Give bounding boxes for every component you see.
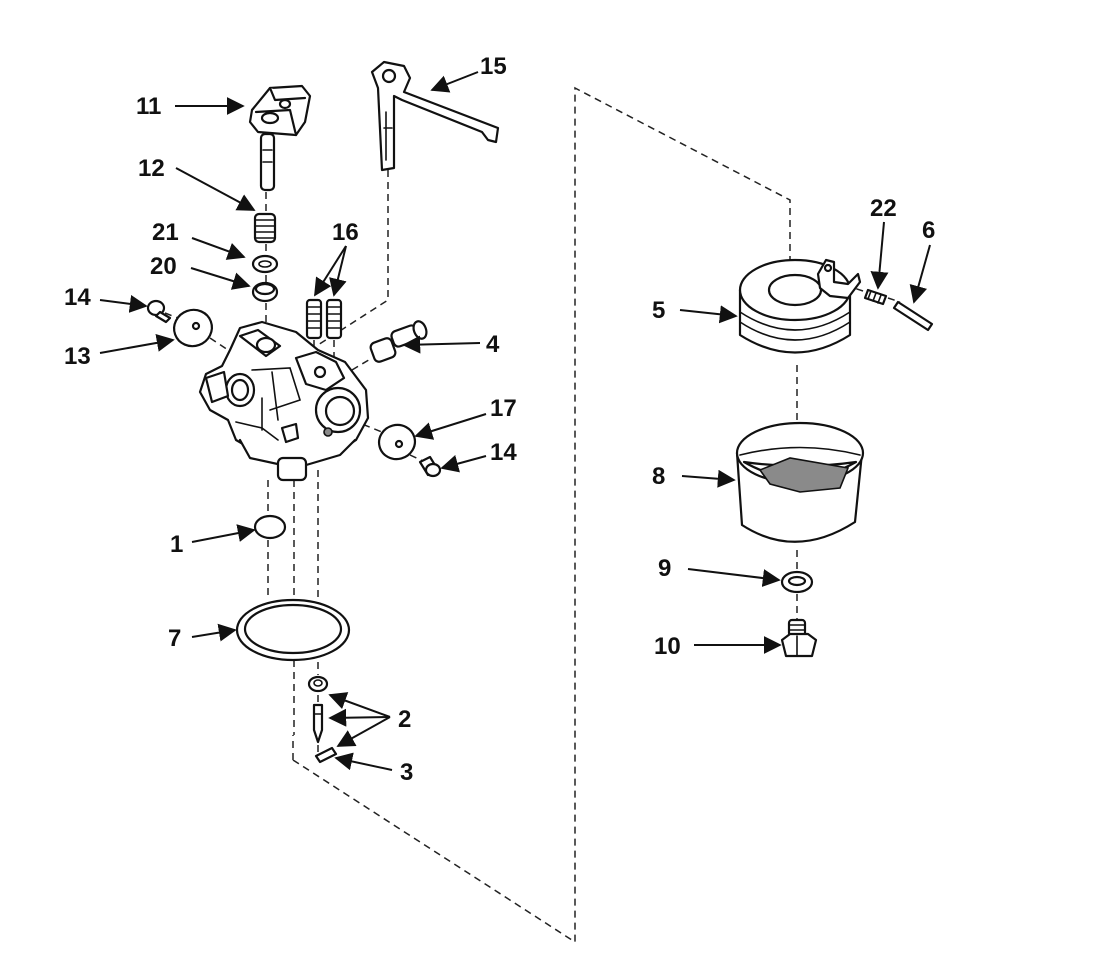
callout-14-left: 14 [64,284,91,311]
callout-11: 11 [136,93,161,120]
callout-1: 1 [170,531,183,558]
needle-seat-part-2 [307,675,329,744]
pin-part-6 [892,300,934,332]
callout-9: 9 [658,555,671,582]
choke-knob-part [248,84,312,192]
callout-10: 10 [654,633,681,660]
callout-7: 7 [168,625,181,652]
callout-4: 4 [486,331,500,358]
callout-3: 3 [400,759,413,786]
spring-pin-part-22 [863,288,888,306]
callout-5: 5 [652,297,665,324]
spring-part-12 [253,212,277,244]
washer-part-20-inner [254,282,276,296]
bowl-washer-part-9 [780,570,814,594]
clip-part-3 [314,746,338,764]
callout-15: 15 [480,53,507,80]
springs-part-16 [305,298,343,340]
fitting-part-4 [369,320,428,363]
callout-labels: 11 12 21 20 14 13 16 15 4 17 14 1 7 2 3 … [64,53,935,786]
callout-17: 17 [490,395,517,422]
screw-part-14-right [418,455,442,478]
ring-part-21 [251,254,279,274]
callout-8: 8 [652,463,665,490]
callout-21: 21 [152,219,179,246]
gasket-ring-part-7 [235,598,351,662]
ring-part-21-inner [258,260,272,268]
throttle-lever-part-15 [370,60,500,172]
callout-2: 2 [398,706,411,733]
seal-part-1 [253,514,287,540]
plate-part-13 [173,308,213,348]
callout-leaders [99,71,931,771]
callout-20: 20 [150,253,177,280]
callout-16: 16 [332,219,359,246]
bowl-bolt-part-10 [780,618,818,658]
float-bowl-part-8 [735,421,865,543]
callout-6: 6 [922,217,935,244]
screw-part-14-left [146,299,172,324]
callout-13: 13 [64,343,91,370]
callout-22: 22 [870,195,897,222]
callout-14-right: 14 [490,439,517,466]
callout-12: 12 [138,155,165,182]
float-part-5 [738,258,862,354]
carburetor-body-part [198,320,370,482]
